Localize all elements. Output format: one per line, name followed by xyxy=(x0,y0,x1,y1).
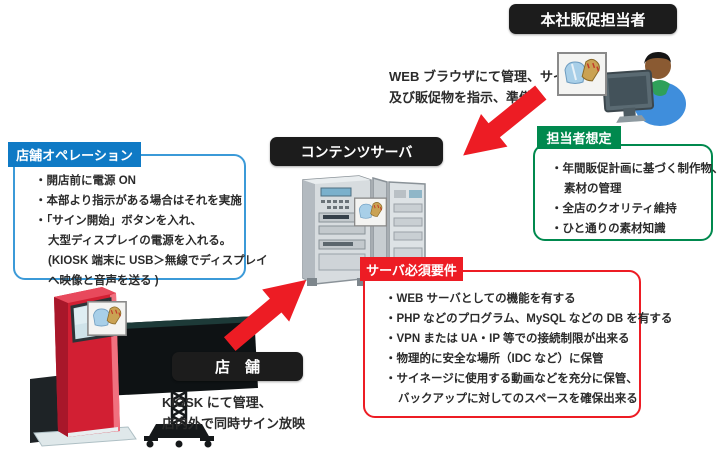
bullet-line: (KIOSK 端末に USB＞無線でディスプレイ xyxy=(48,255,268,267)
server-promo-icon xyxy=(354,197,387,227)
requirements-box: ・WEB サーバとしての機能を有する・PHP などのプログラム、MySQL など… xyxy=(363,270,673,418)
operation-box: ・開店前に電源 ON ・本部より指示がある場合はそれを実施・「サイン開始」ボタンを… xyxy=(13,154,268,287)
hq-instruction-text: WEB ブラウザにて管理、サイン 及び販促物を指示、準備 xyxy=(389,66,579,108)
store-caption-text: KIOSK にて管理、 店内外で同時サイン放映 xyxy=(162,392,305,434)
hq-instruction-line1: WEB ブラウザにて管理、サイン xyxy=(389,69,579,84)
bullet-line: 大型ディスプレイの電源を入れる。 xyxy=(48,235,232,247)
assumption-tag: 担当者想定 xyxy=(537,126,621,149)
bullet-line: バックアップに対してのスペースを確保出来る xyxy=(398,393,638,405)
store-title-label: 店 舗 xyxy=(214,359,260,376)
store-title-box: 店 舗 xyxy=(172,352,303,381)
promo-content-icon xyxy=(557,52,607,96)
kiosk-promo-icon xyxy=(87,301,127,336)
content-server-title-label: コンテンツサーバ xyxy=(300,143,413,160)
manager-icon xyxy=(601,52,686,126)
operation-tag: 店舗オペレーション xyxy=(8,142,141,167)
hq-title-label: 本社販促担当者 xyxy=(540,11,646,29)
promo-content-image xyxy=(557,52,607,96)
assumption-box: ・年間販促計画に基づく制作物、素材の管理・全店のクオリティ維持・ひと通りの素材知… xyxy=(533,144,720,241)
bullet-line: ・ひと通りの素材知識 xyxy=(551,223,666,235)
content-server-title-box: コンテンツサーバ xyxy=(270,137,443,166)
arrow-icon xyxy=(223,279,307,352)
store-caption-line2: 店内外で同時サイン放映 xyxy=(162,416,306,431)
requirements-tag-label: サーバ必須要件 xyxy=(366,262,457,278)
hq-instruction-line2: 及び販促物を指示、準備 xyxy=(389,90,533,105)
bullet-line: ・年間販促計画に基づく制作物、 xyxy=(551,163,720,175)
assumption-tag-label: 担当者想定 xyxy=(546,131,612,146)
operation-tag-label: 店舗オペレーション xyxy=(16,148,133,163)
bullet-line: ・開店前に電源 ON xyxy=(35,175,136,187)
bullet-line: ・本部より指示がある場合はそれを実施 xyxy=(35,195,242,207)
server-promo-image xyxy=(354,197,387,227)
arrow-icon xyxy=(463,85,547,156)
bullet-line: 素材の管理 xyxy=(564,183,622,195)
hq-title-box: 本社販促担当者 xyxy=(509,4,677,34)
bullet-line: ・VPN または UA・IP 等での接続制限が出来る xyxy=(385,333,630,345)
bullet-line: ・物理的に安全な場所（IDC など）に保管 xyxy=(385,353,604,365)
arrow-store-to-server xyxy=(216,263,321,361)
bullet-line: ・WEB サーバとしての機能を有する xyxy=(385,293,576,305)
bullet-line: ・サイネージに使用する動画などを充分に保管、 xyxy=(385,373,638,385)
manager-at-computer xyxy=(598,46,690,126)
arrow-hq-to-server xyxy=(449,75,554,172)
bullet-line: ・「サイン開始」ボタンを入れ、 xyxy=(35,215,202,227)
requirements-tag: サーバ必須要件 xyxy=(360,257,463,281)
bullet-line: へ映像と音声を送る ) xyxy=(48,275,159,287)
store-caption-line1: KIOSK にて管理、 xyxy=(162,395,272,410)
bullet-line: ・全店のクオリティ維持 xyxy=(551,203,677,215)
kiosk-promo-image xyxy=(87,301,127,336)
bullet-line: ・PHP などのプログラム、MySQL などの DB を有する xyxy=(385,313,673,325)
